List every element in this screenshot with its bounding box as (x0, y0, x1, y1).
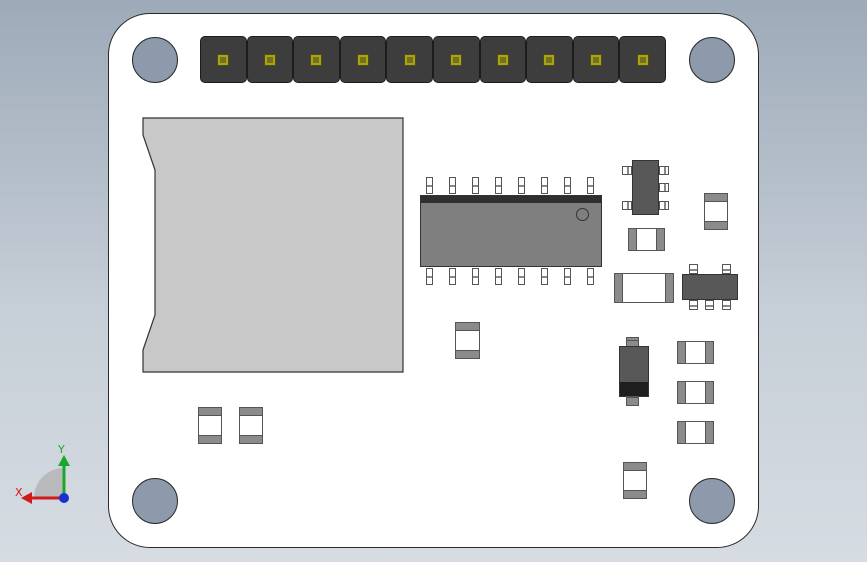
ic-lead-bottom-5 (518, 268, 525, 285)
ic-pin1-stripe (421, 196, 601, 203)
ic-lead-bottom-4 (495, 268, 502, 285)
header-pin-icon (496, 53, 509, 66)
ic-lead-top-5 (518, 177, 525, 194)
ic-lead-bottom-3 (472, 268, 479, 285)
header-pin-1[interactable] (200, 36, 247, 83)
header-pin-3[interactable] (293, 36, 340, 83)
header-pin-6[interactable] (432, 36, 480, 83)
header-pin-icon (450, 53, 463, 66)
sot23-5-top[interactable] (632, 160, 659, 215)
sd-card-slot[interactable] (140, 115, 406, 375)
triad-x-label: X (15, 486, 23, 499)
sot-lead (705, 300, 714, 310)
sot-lead (622, 201, 632, 210)
resistor-r2[interactable] (677, 341, 714, 364)
header-pin-icon (310, 53, 323, 66)
z-axis-dot (59, 493, 69, 503)
y-axis-head (58, 455, 70, 466)
capacitor-c3[interactable] (198, 407, 222, 444)
header-pin-icon (636, 53, 649, 66)
mounting-hole-top-right (689, 37, 735, 83)
capacitor-c1[interactable] (704, 193, 728, 230)
diode-lead-bottom (626, 396, 639, 406)
sot-lead (689, 264, 698, 274)
pin-header[interactable] (200, 36, 666, 83)
header-pin-4[interactable] (339, 36, 387, 83)
ic-lead-top-4 (495, 177, 502, 194)
mounting-hole-top-left (132, 37, 178, 83)
mounting-hole-bottom-left (132, 478, 178, 524)
ic-lead-bottom-1 (426, 268, 433, 285)
header-pin-icon (357, 53, 370, 66)
resistor-r1[interactable] (628, 228, 665, 251)
mounting-hole-bottom-right (689, 478, 735, 524)
sot-lead (689, 300, 698, 310)
sot-lead (722, 264, 731, 274)
sot-lead (659, 201, 669, 210)
diode-band (620, 382, 648, 396)
soic-ic[interactable] (420, 195, 602, 267)
header-pin-9[interactable] (572, 36, 620, 83)
ic-lead-top-7 (564, 177, 571, 194)
coordinate-triad-icon (21, 455, 70, 504)
triad-y-label: Y (58, 443, 65, 456)
ic-lead-bottom-7 (564, 268, 571, 285)
sot-lead (722, 300, 731, 310)
sod-diode[interactable] (619, 346, 649, 397)
ic-lead-top-2 (449, 177, 456, 194)
header-pin-5[interactable] (386, 36, 433, 83)
header-pin-icon (217, 53, 230, 66)
ic-pin1-dot (576, 208, 589, 221)
capacitor-c4[interactable] (239, 407, 263, 444)
header-pin-icon (590, 53, 603, 66)
resistor-r4[interactable] (677, 421, 714, 444)
header-pin-icon (543, 53, 556, 66)
ic-lead-bottom-6 (541, 268, 548, 285)
header-pin-2[interactable] (246, 36, 294, 83)
ic-lead-top-3 (472, 177, 479, 194)
header-pin-icon (263, 53, 276, 66)
capacitor-c5[interactable] (623, 462, 647, 499)
capacitor-large[interactable] (614, 273, 674, 303)
resistor-r3[interactable] (677, 381, 714, 404)
x-axis-head (21, 492, 32, 504)
ic-lead-top-6 (541, 177, 548, 194)
triad-quadrant (34, 468, 64, 498)
ic-lead-bottom-8 (587, 268, 594, 285)
ic-lead-top-1 (426, 177, 433, 194)
ic-lead-top-8 (587, 177, 594, 194)
header-pin-10[interactable] (619, 36, 666, 83)
sot-lead (659, 166, 669, 175)
sot-lead (659, 183, 669, 192)
capacitor-c2[interactable] (455, 322, 480, 359)
sot23-5-right[interactable] (682, 274, 738, 300)
ic-lead-bottom-2 (449, 268, 456, 285)
header-pin-icon (403, 53, 416, 66)
header-pin-8[interactable] (526, 36, 573, 83)
sot-lead (622, 166, 632, 175)
header-pin-7[interactable] (479, 36, 527, 83)
